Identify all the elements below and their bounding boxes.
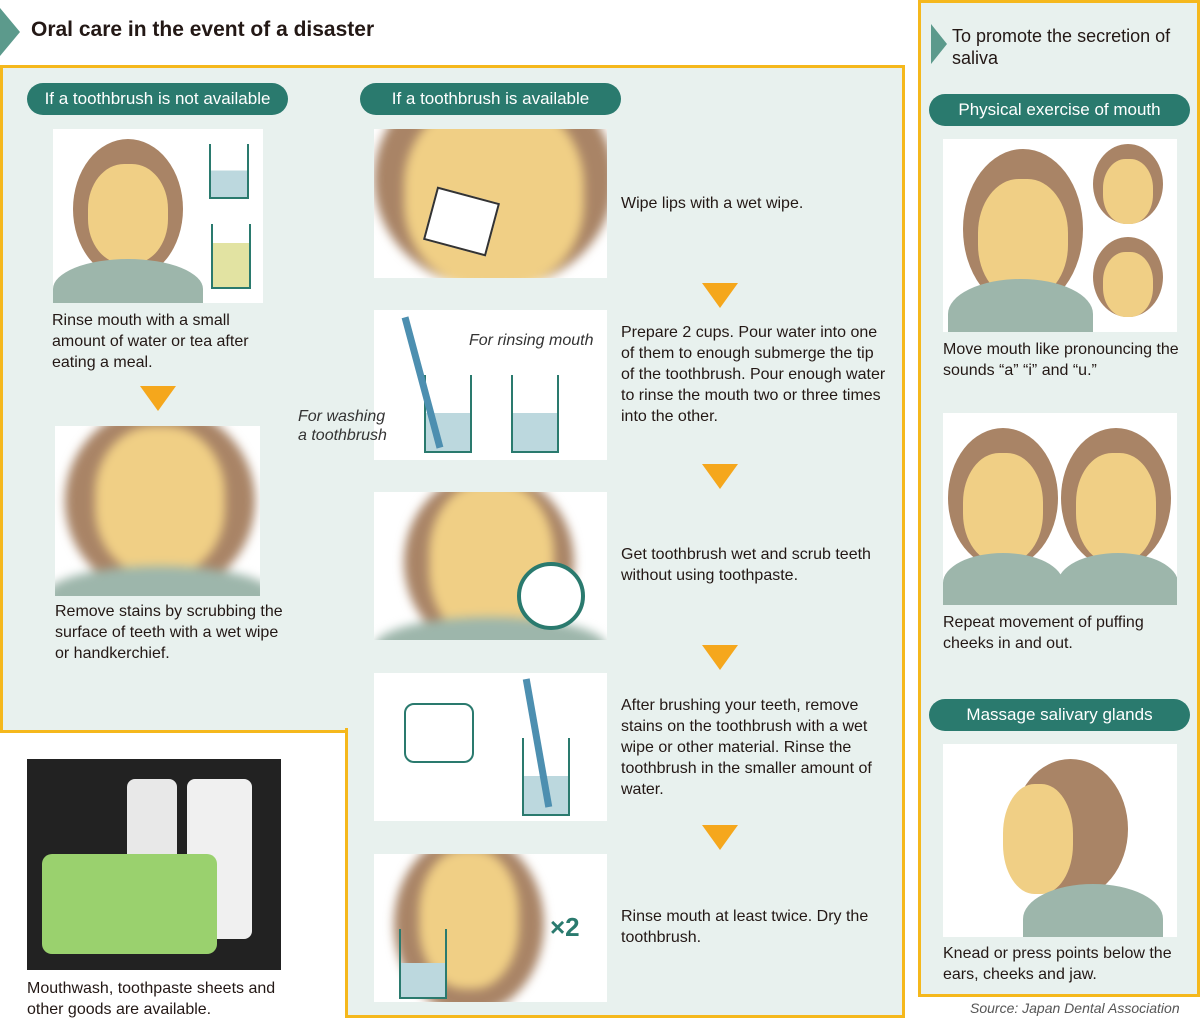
toothbrush-header: If a toothbrush is available: [360, 83, 621, 115]
right-step-1: Move mouth like pronouncing the sounds “…: [943, 341, 1179, 379]
down-arrow-icon: [702, 825, 738, 850]
down-arrow-icon: [702, 645, 738, 670]
brush-teeth-illustration: [374, 492, 607, 640]
saliva-chevron-icon: [931, 24, 947, 64]
right-step-2: Repeat movement of puffing cheeks in and…: [943, 614, 1144, 652]
wipe-teeth-illustration: [55, 426, 260, 596]
washing-label-1: For washing: [298, 408, 386, 425]
left-step-1: Rinse mouth with a small amount of water…: [52, 312, 249, 371]
products-photo: [27, 759, 281, 970]
center-step-5: Rinse mouth at least twice. Dry the toot…: [621, 908, 869, 946]
down-arrow-icon: [702, 464, 738, 489]
center-step-4: After brushing your teeth, remove stains…: [621, 697, 872, 798]
no-toothbrush-header: If a toothbrush is not available: [27, 83, 288, 115]
mouth-exercise-illustration: [943, 139, 1177, 332]
center-step-2: Prepare 2 cups. Pour water into one of t…: [621, 324, 886, 425]
two-cups-illustration: [374, 310, 607, 460]
center-step-3: Get toothbrush wet and scrub teeth witho…: [621, 546, 871, 584]
puff-cheeks-illustration: [943, 413, 1177, 605]
right-step-3: Knead or press points below the ears, ch…: [943, 945, 1172, 983]
mouth-exercise-header: Physical exercise of mouth: [929, 94, 1190, 126]
source-credit: Source: Japan Dental Association: [970, 1000, 1180, 1016]
rinse-twice-illustration: ×2: [374, 854, 607, 1002]
washing-label-2: a toothbrush: [298, 427, 387, 444]
rinsing-label: For rinsing mouth: [469, 332, 594, 349]
page-title: Oral care in the event of a disaster: [31, 18, 375, 41]
title-chevron-icon: [0, 8, 20, 56]
products-caption: Mouthwash, toothpaste sheets and other g…: [27, 980, 276, 1018]
center-step-1: Wipe lips with a wet wipe.: [621, 195, 804, 212]
left-step-2: Remove stains by scrubbing the surface o…: [55, 603, 283, 662]
wipe-lips-illustration: [374, 129, 607, 278]
saliva-title: To promote the secretion of saliva: [952, 26, 1171, 68]
clean-brush-illustration: [374, 673, 607, 821]
massage-illustration: [943, 744, 1177, 937]
down-arrow-icon: [140, 386, 176, 411]
down-arrow-icon: [702, 283, 738, 308]
massage-glands-header: Massage salivary glands: [929, 699, 1190, 731]
times-two-label: ×2: [550, 912, 580, 942]
rinse-illustration: [53, 129, 263, 303]
no-toothpaste-icon: [517, 562, 585, 630]
